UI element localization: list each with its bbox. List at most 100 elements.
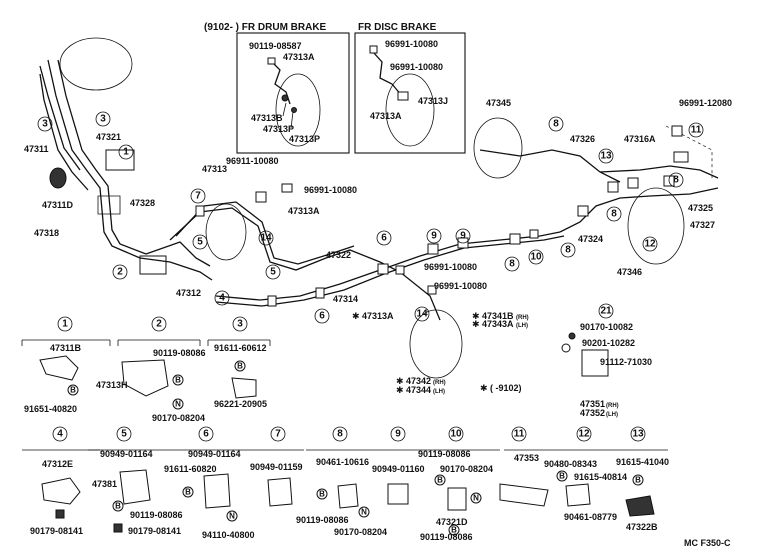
- callout-number: 14: [416, 309, 428, 320]
- fastener-letter: B: [451, 526, 457, 535]
- asterisk-marker: ✱: [396, 385, 404, 395]
- callout-number: 13: [632, 429, 644, 440]
- part-number-label: 90119-08086: [130, 510, 183, 520]
- part-number-label: (RH): [606, 403, 619, 409]
- fastener-letter: B: [559, 472, 565, 481]
- part-number-label: 96991-10080: [434, 281, 487, 291]
- callout-number: 10: [450, 429, 462, 440]
- callout-number: 12: [578, 429, 590, 440]
- part-number-label: 47352: [580, 408, 605, 418]
- main-part-labels: 47345 96991-12080 47326 47316A 47325 473…: [24, 98, 732, 418]
- part-number-label: 47313J: [418, 96, 448, 106]
- part-number-label: 90179-08141: [128, 526, 181, 536]
- callout-number: 3: [237, 319, 243, 330]
- part-number-label: 47313B: [251, 113, 283, 123]
- callout-number: 7: [275, 429, 281, 440]
- part-number-label: 96991-10080: [385, 39, 438, 49]
- callout-number: 14: [260, 233, 272, 244]
- part-number-label: 91615-41040: [616, 457, 669, 467]
- part-number-label: 47343A: [482, 319, 514, 329]
- fastener-letter: B: [237, 362, 243, 371]
- fastener-letter: N: [229, 512, 235, 521]
- part-number-label: 90170-10082: [580, 322, 633, 332]
- part-number-label: 91651-40820: [24, 404, 77, 414]
- fastener-letter: B: [185, 488, 191, 497]
- part-number-label: 90170-08204: [152, 413, 205, 423]
- part-number-label: 90119-08086: [296, 515, 349, 525]
- callout-number: 3: [42, 119, 48, 130]
- asterisk-marker: ✱: [352, 311, 360, 321]
- part-number-label: 47381: [92, 479, 117, 489]
- main-callouts: 3 3 1 2 7 5 4 14 5 6 6 9 9 8 10 8 14 8 1…: [37, 111, 704, 324]
- part-number-label: 47313A: [362, 311, 394, 321]
- part-number-label: 90119-08086: [418, 449, 471, 459]
- callout-number: 21: [600, 306, 612, 317]
- callout-number: 6: [381, 233, 387, 244]
- callout-number: 8: [509, 259, 515, 270]
- callout-number: 4: [57, 429, 63, 440]
- part-number-label: 90170-08204: [334, 527, 387, 537]
- part-number-label: (LH): [433, 389, 445, 395]
- part-number-label: 47344: [406, 385, 431, 395]
- left-pipe-assembly: [39, 37, 213, 281]
- part-number-label: (RH): [433, 380, 446, 386]
- part-number-label: 91611-60820: [164, 464, 217, 474]
- callout-number: 8: [611, 209, 617, 220]
- fastener-letter: N: [361, 508, 367, 517]
- callout-number: 11: [691, 125, 702, 136]
- part-number-label: 47312: [176, 288, 201, 298]
- part-number-label: 47324: [578, 234, 603, 244]
- part-number-label: 47313A: [370, 111, 402, 121]
- part-number-label: 47313H: [96, 380, 128, 390]
- inset-disc-title: FR DISC BRAKE: [358, 22, 437, 33]
- part-number-label: (LH): [516, 323, 528, 329]
- callout-number: 13: [600, 151, 612, 162]
- callout-number: 8: [553, 119, 559, 130]
- callout-number: 8: [673, 175, 679, 186]
- part-number-label: (LH): [606, 412, 618, 418]
- part-number-label: 47345: [486, 98, 511, 108]
- part-number-label: 47313A: [288, 206, 320, 216]
- detail-row-1: 1 B 47311B 91651-40820 2 B N 90119-08086…: [21, 316, 271, 423]
- callout-number: 2: [117, 267, 123, 278]
- callout-number: 1: [62, 319, 68, 330]
- part-number-label: 90119-08086: [420, 532, 473, 542]
- inset-drum-brake: (9102- ) FR DRUM BRAKE 90119-08587 47313…: [204, 22, 350, 154]
- part-number-label: 90119-08086: [153, 348, 206, 358]
- callout-number: 12: [644, 239, 656, 250]
- part-number-label: 47327: [690, 220, 715, 230]
- part-number-label: 47325: [688, 203, 713, 213]
- detail-row-2: 4 47312E 90179-08141 5 B 90949-01164 473…: [22, 426, 669, 542]
- part-number-label: 96991-12080: [679, 98, 732, 108]
- callout-number: 2: [156, 319, 162, 330]
- part-number-label: 47322: [326, 250, 351, 260]
- part-number-label: 91112-71030: [600, 357, 652, 367]
- part-number-label: 90201-10282: [582, 338, 635, 348]
- part-number-label: 47321D: [436, 517, 468, 527]
- part-number-label: 47313: [202, 164, 227, 174]
- part-number-label: 47341B: [482, 311, 514, 321]
- callout-number: 10: [530, 252, 542, 263]
- callout-number: 7: [195, 191, 201, 202]
- part-number-label: 47353: [514, 453, 539, 463]
- part-number-label: 47311D: [42, 200, 74, 210]
- callout-number: 8: [565, 245, 571, 256]
- callout-number: 5: [270, 267, 276, 278]
- part-number-label: 90179-08141: [30, 526, 83, 536]
- callout-number: 1: [123, 147, 129, 158]
- part-number-label: 47314: [333, 294, 358, 304]
- fastener-letter: B: [115, 502, 121, 511]
- part-number-label: 47311: [24, 144, 49, 154]
- part-number-label: 94110-40800: [202, 530, 255, 540]
- callout-number: 9: [431, 231, 437, 242]
- part-number-label: 47322B: [626, 522, 658, 532]
- part-number-label: 90461-08779: [564, 512, 617, 522]
- part-number-label: 47351: [580, 399, 605, 409]
- fastener-letter: B: [635, 476, 641, 485]
- callout-number: 3: [100, 114, 106, 125]
- part-number-label: 47313P: [263, 124, 294, 134]
- part-number-label: 47346: [617, 267, 642, 277]
- part-number-label: 47321: [96, 132, 121, 142]
- callout-number: 5: [121, 429, 127, 440]
- callout-number: 8: [337, 429, 343, 440]
